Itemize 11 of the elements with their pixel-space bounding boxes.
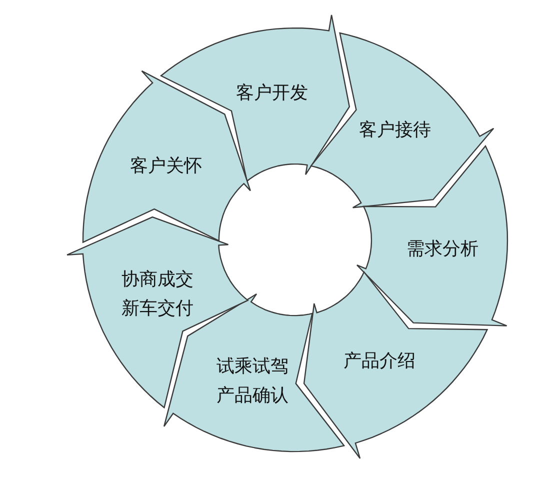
- cycle-arrow-segment: [302, 271, 488, 460]
- segment-label: 产品介绍: [342, 349, 416, 374]
- cycle-arrow-segment: [356, 144, 508, 327]
- segment-label: 试乘试驾产品确认: [215, 354, 290, 408]
- segment-label: 需求分析: [406, 238, 480, 262]
- segment-label: 客户接待: [358, 118, 432, 142]
- segment-label: 客户开发: [234, 81, 309, 106]
- cycle-arrow-segment: [82, 70, 252, 244]
- segment-label: 客户关怀: [129, 154, 204, 179]
- cycle-arrow-segment: [310, 32, 495, 208]
- segment-label: 协商成交新车交付: [120, 268, 195, 322]
